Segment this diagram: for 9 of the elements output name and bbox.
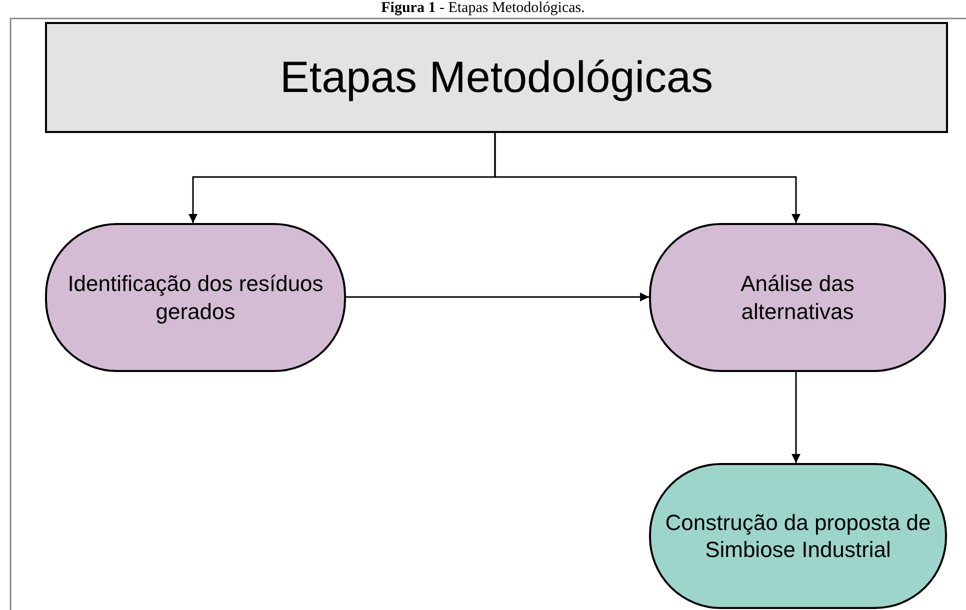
arrow	[346, 292, 649, 302]
figure-title: Figura 1 - Etapas Metodológicas.	[381, 0, 585, 16]
arrow	[494, 133, 800, 223]
node-label: Identificação dos resíduos gerados	[67, 270, 324, 325]
node-label: Análise das alternativas	[740, 270, 856, 325]
arrow	[792, 372, 800, 463]
heading-box	[45, 22, 948, 133]
node-label: Etapas Metodológicas	[280, 52, 713, 104]
node-label: Construção da proposta de Simbiose Industrial	[664, 508, 932, 564]
